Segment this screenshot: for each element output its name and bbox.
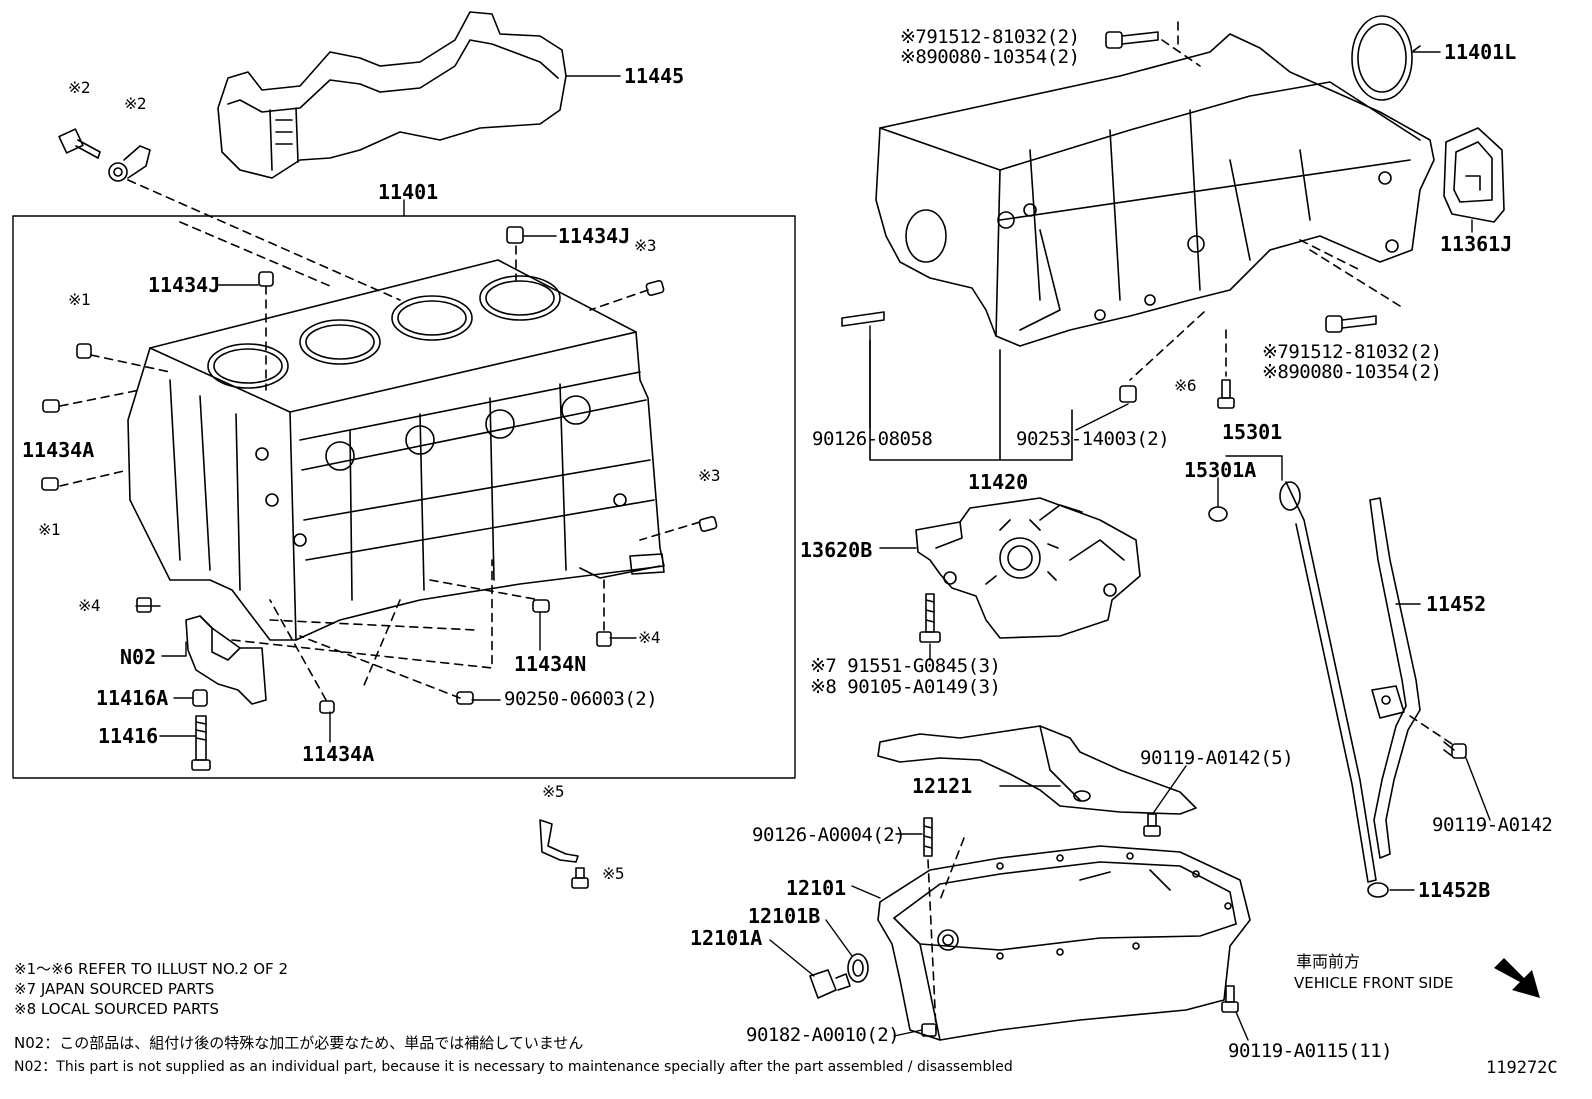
label-11452B[interactable]: 11452B	[1418, 878, 1491, 902]
label-90182-A0010[interactable]: 90182-A0010(2)	[746, 1024, 900, 1046]
label-90119-A0142-5[interactable]: 90119-A0142(5)	[1140, 747, 1294, 769]
drain-plug-12101A	[809, 969, 851, 999]
label-90126-08058[interactable]: 90126-08058	[812, 428, 933, 450]
label-ref3-b: ※3	[698, 466, 721, 485]
vehicle-front-label-en: VEHICLE FRONT SIDE	[1294, 974, 1454, 992]
dipstick-15301	[1279, 481, 1377, 883]
label-side-bolt-local[interactable]: ※890080-10354(2)	[1262, 361, 1442, 383]
label-ref6: ※6	[1174, 376, 1197, 395]
vehicle-front-label-jp: 車両前方	[1296, 952, 1361, 971]
label-12101[interactable]: 12101	[786, 876, 847, 900]
label-11445[interactable]: 11445	[624, 64, 685, 88]
label-90119-A0115[interactable]: 90119-A0115(11)	[1228, 1040, 1393, 1062]
label-11434A-bottom[interactable]: 11434A	[302, 742, 375, 766]
label-11401[interactable]: 11401	[378, 180, 439, 204]
label-ref5-a: ※5	[542, 782, 565, 801]
bolt-baffle	[1143, 813, 1161, 837]
cylinder-block-11401	[127, 259, 665, 641]
label-12101A[interactable]: 12101A	[690, 926, 763, 950]
note-japan-sourced: ※7 JAPAN SOURCED PARTS	[14, 980, 215, 998]
label-ref1-b: ※1	[38, 520, 61, 539]
label-11420[interactable]: 11420	[968, 470, 1029, 494]
label-top-bolt-local[interactable]: ※890080-10354(2)	[900, 46, 1080, 68]
oil-pan-upper-11420	[875, 33, 1435, 347]
label-11361J[interactable]: 11361J	[1440, 232, 1513, 256]
gasket-12101B	[847, 953, 869, 983]
bolt-ref2	[58, 128, 101, 159]
label-ref4-b: ※4	[638, 628, 661, 647]
dipstick-guide-11452	[1369, 497, 1421, 859]
baffle-plate-12121	[877, 725, 1197, 815]
label-11416[interactable]: 11416	[98, 724, 159, 748]
o-ring-11452B	[1367, 882, 1389, 898]
bolt-top	[1105, 31, 1159, 49]
note-n02-en: N02：This part is not supplied as an indi…	[14, 1059, 1013, 1075]
bolt-90119-A0115	[1221, 985, 1239, 1013]
label-pump-bolt-local[interactable]: ※8 90105-A0149(3)	[810, 676, 1001, 698]
arrow-down-right-icon	[1494, 958, 1540, 998]
bolt-ref6	[1217, 379, 1235, 409]
label-12121[interactable]: 12121	[912, 774, 973, 798]
oil-pump-13620B	[915, 497, 1141, 639]
label-ref1-a: ※1	[68, 290, 91, 309]
label-pump-bolt-japan[interactable]: ※7 91551-G0845(3)	[810, 655, 1001, 677]
label-side-bolt-japan[interactable]: ※791512-81032(2)	[1262, 341, 1442, 363]
pipe-ref5	[539, 819, 579, 863]
block-leaders	[59, 245, 701, 701]
label-11434J-top[interactable]: 11434J	[558, 224, 631, 248]
stud-90126-08058	[841, 311, 885, 327]
label-ref5-b: ※5	[602, 864, 625, 883]
label-ref3-a: ※3	[634, 236, 657, 255]
stud-90126-A0004	[923, 817, 933, 857]
oil-pan-lower-12101	[877, 845, 1251, 1041]
bushing-11416A	[192, 689, 208, 707]
label-11434A-left[interactable]: 11434A	[22, 438, 95, 462]
bolt-ref5	[571, 867, 589, 889]
note-local-sourced: ※8 LOCAL SOURCED PARTS	[14, 1000, 219, 1018]
label-90126-A0004[interactable]: 90126-A0004(2)	[752, 824, 906, 846]
label-N02[interactable]: N02	[120, 645, 157, 669]
bolt-11416	[191, 715, 211, 771]
label-11401L[interactable]: 11401L	[1444, 40, 1517, 64]
gasket-11361J	[1443, 127, 1505, 223]
insulator-cover-11445	[217, 11, 567, 179]
bolt-side	[1325, 315, 1377, 333]
sensor-ref2	[108, 145, 151, 182]
bolt-pump	[919, 593, 941, 643]
label-90250-06003[interactable]: 90250-06003(2)	[504, 688, 658, 710]
label-top-bolt-japan[interactable]: ※791512-81032(2)	[900, 26, 1080, 48]
label-15301[interactable]: 15301	[1222, 420, 1283, 444]
dowel-pins	[41, 226, 718, 714]
note-n02-jp: N02：この部品は、組付け後の特殊な加工が必要なため、単品では補給していません	[14, 1034, 584, 1052]
label-11434N[interactable]: 11434N	[514, 652, 587, 676]
label-ref2-a: ※2	[68, 78, 91, 97]
label-11416A[interactable]: 11416A	[96, 686, 169, 710]
pin-90253	[1119, 385, 1137, 403]
label-90119-A0142[interactable]: 90119-A0142	[1432, 814, 1553, 836]
oil-seal-11401L	[1351, 15, 1413, 101]
leader-guide-bolt	[1409, 715, 1453, 745]
label-13620B[interactable]: 13620B	[800, 538, 873, 562]
label-11452[interactable]: 11452	[1426, 592, 1487, 616]
pan-leaders	[1129, 21, 1421, 381]
label-90253-14003[interactable]: 90253-14003(2)	[1016, 428, 1170, 450]
diagram-code: 119272C	[1486, 1058, 1558, 1078]
leader-sensor	[127, 179, 401, 301]
leader-stud	[927, 837, 965, 1031]
leader-lines	[135, 51, 1491, 1041]
note-refer: ※1～※6 REFER TO ILLUST NO.2 OF 2	[14, 960, 288, 978]
label-12101B[interactable]: 12101B	[748, 904, 821, 928]
label-ref4-a: ※4	[78, 596, 101, 615]
label-15301A[interactable]: 15301A	[1184, 458, 1257, 482]
bearing-cap-N02	[185, 615, 267, 705]
label-11434J-left[interactable]: 11434J	[148, 273, 221, 297]
o-ring-15301A	[1208, 506, 1228, 522]
bolt-90119-A0142	[1443, 741, 1467, 759]
label-ref2-b: ※2	[124, 94, 147, 113]
